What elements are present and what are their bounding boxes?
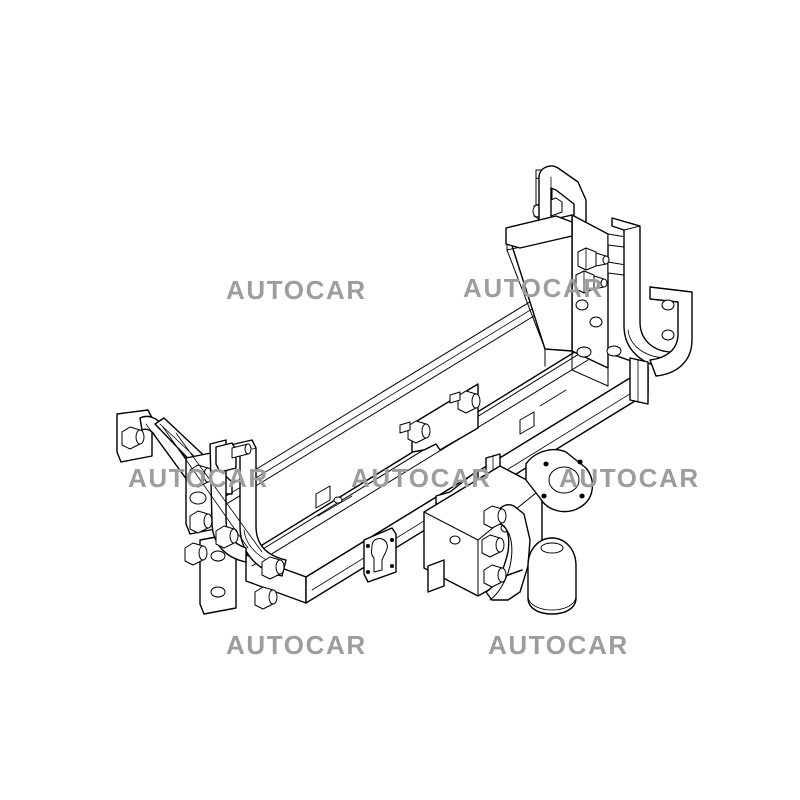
right-bracket-lower-leg <box>629 357 649 405</box>
towball-neck <box>485 504 531 601</box>
right-bracket-top-channel <box>505 215 573 249</box>
tow-ball <box>527 537 577 615</box>
towball-pivot-bolts <box>481 505 507 588</box>
right-bracket-assembly <box>505 165 693 405</box>
center-support-plate <box>399 383 481 453</box>
beam-details <box>315 389 567 517</box>
tow-ball-assembly <box>363 448 593 615</box>
right-bracket-bolt-lower <box>575 270 608 294</box>
center-plate-bolt-right <box>449 390 481 414</box>
towball-flange-plate <box>525 448 593 513</box>
right-bracket-flange-plate <box>649 286 693 377</box>
right-bracket-bolt-upper <box>577 247 610 271</box>
left-bracket-assembly <box>116 409 287 615</box>
left-bracket-beam-bolts <box>215 525 285 610</box>
center-plate-bolt-left <box>399 420 431 444</box>
towball-keyhole-plate <box>363 527 397 583</box>
towball-lower-tab <box>427 559 445 593</box>
left-bracket-post <box>215 442 252 473</box>
